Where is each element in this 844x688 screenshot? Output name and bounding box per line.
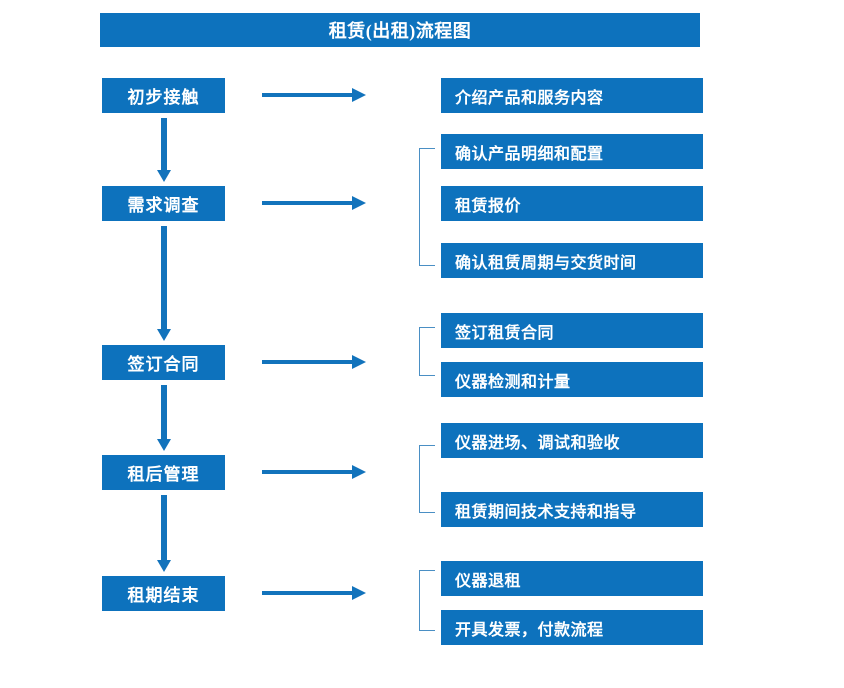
stage-to-detail-arrow-4 (262, 465, 366, 479)
stage-box-5[interactable]: 租期结束 (102, 576, 225, 611)
detail-box-7[interactable]: 仪器进场、调试和验收 (441, 423, 703, 458)
group-bracket-4 (419, 445, 435, 513)
group-bracket-3 (419, 327, 435, 376)
detail-box-8[interactable]: 租赁期间技术支持和指导 (441, 492, 703, 527)
stage-box-1[interactable]: 初步接触 (102, 78, 225, 113)
detail-box-1[interactable]: 介绍产品和服务内容 (441, 78, 703, 113)
stage-box-3[interactable]: 签订合同 (102, 345, 225, 380)
detail-box-3[interactable]: 租赁报价 (441, 186, 703, 221)
stage-to-detail-arrow-3 (262, 355, 366, 369)
group-bracket-2 (419, 148, 435, 266)
stage-connector-arrow-3 (157, 385, 171, 451)
stage-box-2[interactable]: 需求调查 (102, 186, 225, 221)
stage-to-detail-arrow-2 (262, 196, 366, 210)
detail-box-9[interactable]: 仪器退租 (441, 561, 703, 596)
detail-box-5[interactable]: 签订租赁合同 (441, 313, 703, 348)
stage-to-detail-arrow-1 (262, 88, 366, 102)
detail-box-10[interactable]: 开具发票，付款流程 (441, 610, 703, 645)
page-title: 租赁(出租)流程图 (100, 13, 700, 47)
detail-box-2[interactable]: 确认产品明细和配置 (441, 134, 703, 169)
stage-connector-arrow-4 (157, 495, 171, 572)
group-bracket-5 (419, 570, 435, 631)
stage-box-4[interactable]: 租后管理 (102, 455, 225, 490)
detail-box-4[interactable]: 确认租赁周期与交货时间 (441, 243, 703, 278)
detail-box-6[interactable]: 仪器检测和计量 (441, 362, 703, 397)
stage-connector-arrow-2 (157, 226, 171, 341)
stage-connector-arrow-1 (157, 118, 171, 182)
stage-to-detail-arrow-5 (262, 586, 366, 600)
